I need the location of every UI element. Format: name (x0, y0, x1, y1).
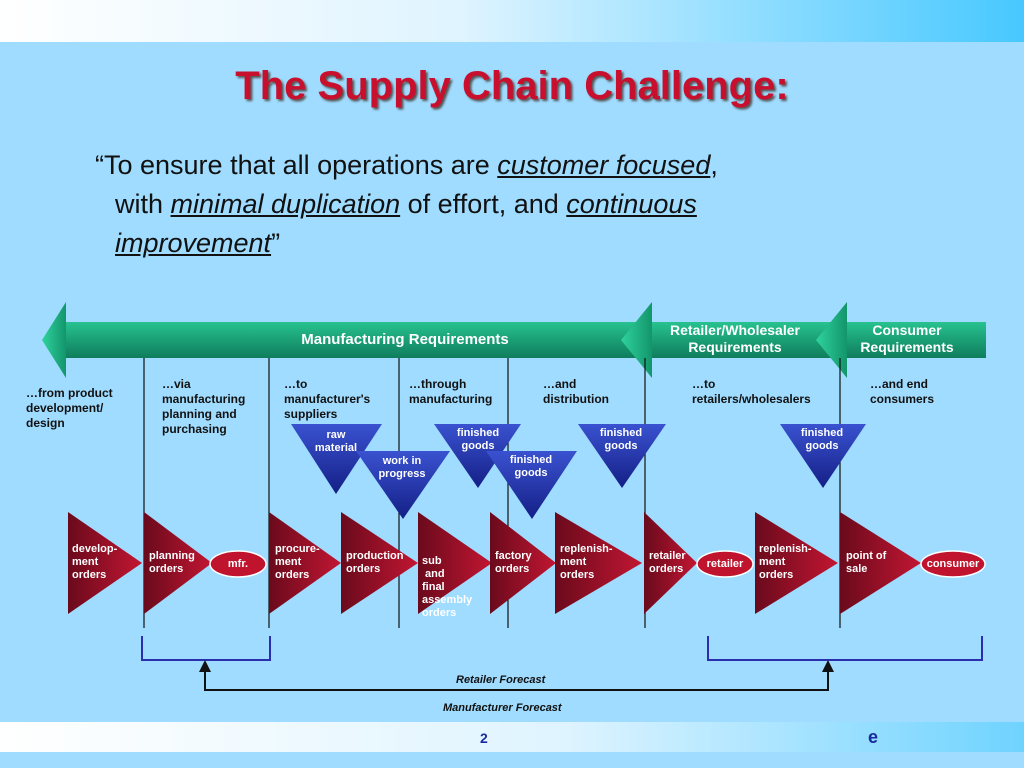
node-consumer (920, 550, 986, 578)
quote-text: “To ensure that all operations are custo… (95, 146, 925, 263)
node-mfr (209, 550, 267, 578)
order-triangle-replenishment (555, 512, 642, 614)
inventory-triangle-finished-goods (486, 451, 577, 519)
manufacturing-arrowhead (42, 302, 66, 378)
inventory-triangle-raw-material (291, 424, 382, 494)
top-banner (0, 0, 1024, 42)
forecast-connector (204, 664, 829, 691)
retailer-arrowhead (621, 302, 652, 378)
quote-part: “To ensure that all operations are (95, 150, 498, 180)
quote-emphasis-minimal-duplication: minimal duplication (170, 189, 401, 219)
order-triangle-procurement (269, 512, 341, 614)
order-triangle-point-of-sale (840, 512, 921, 614)
quote-part: with (115, 189, 171, 219)
quote-emphasis-continuous: continuous (566, 189, 697, 219)
manufacturer-forecast-label: Manufacturer Forecast (443, 702, 562, 714)
order-triangle-production (341, 512, 418, 614)
manufacturing-requirements-label: Manufacturing Requirements (301, 331, 509, 348)
quote-emphasis-improvement: improvement (115, 228, 272, 258)
inventory-triangle-finished-goods (780, 424, 866, 488)
order-triangle-retailer-orders (644, 512, 697, 614)
forecast-arrowhead (822, 660, 834, 672)
order-triangle-factory (490, 512, 556, 614)
manufacturer-bracket (141, 636, 271, 661)
footer-banner (0, 722, 1024, 752)
consumer-node-label: consumer (926, 558, 980, 570)
page-number: 2 (480, 730, 488, 746)
order-triangle-development (68, 512, 142, 614)
order-triangle-sub-final (418, 512, 492, 614)
footer-logo-mark: e (868, 727, 879, 747)
order-triangle-replenishment (755, 512, 838, 614)
retailer-forecast-label: Retailer Forecast (456, 674, 546, 686)
retailer-bracket (707, 636, 983, 661)
inventory-triangle-work-in-progress (356, 451, 450, 519)
inventory-triangle-finished-goods (434, 424, 521, 488)
forecast-arrowhead (199, 660, 211, 672)
node-retailer (696, 550, 754, 578)
consumer-arrowhead (816, 302, 847, 378)
page-title: The Supply Chain Challenge: (235, 64, 789, 108)
order-triangle-planning (144, 512, 212, 614)
quote-part: of effort, and (400, 189, 567, 219)
quote-emphasis-customer-focused: customer focused (497, 150, 711, 180)
retailer-node-label: retailer (706, 558, 744, 570)
mfr-node-label: mfr. (227, 558, 249, 570)
quote-part: ” (271, 228, 281, 258)
quote-part: , (710, 150, 718, 180)
inventory-triangle-finished-goods (578, 424, 666, 488)
